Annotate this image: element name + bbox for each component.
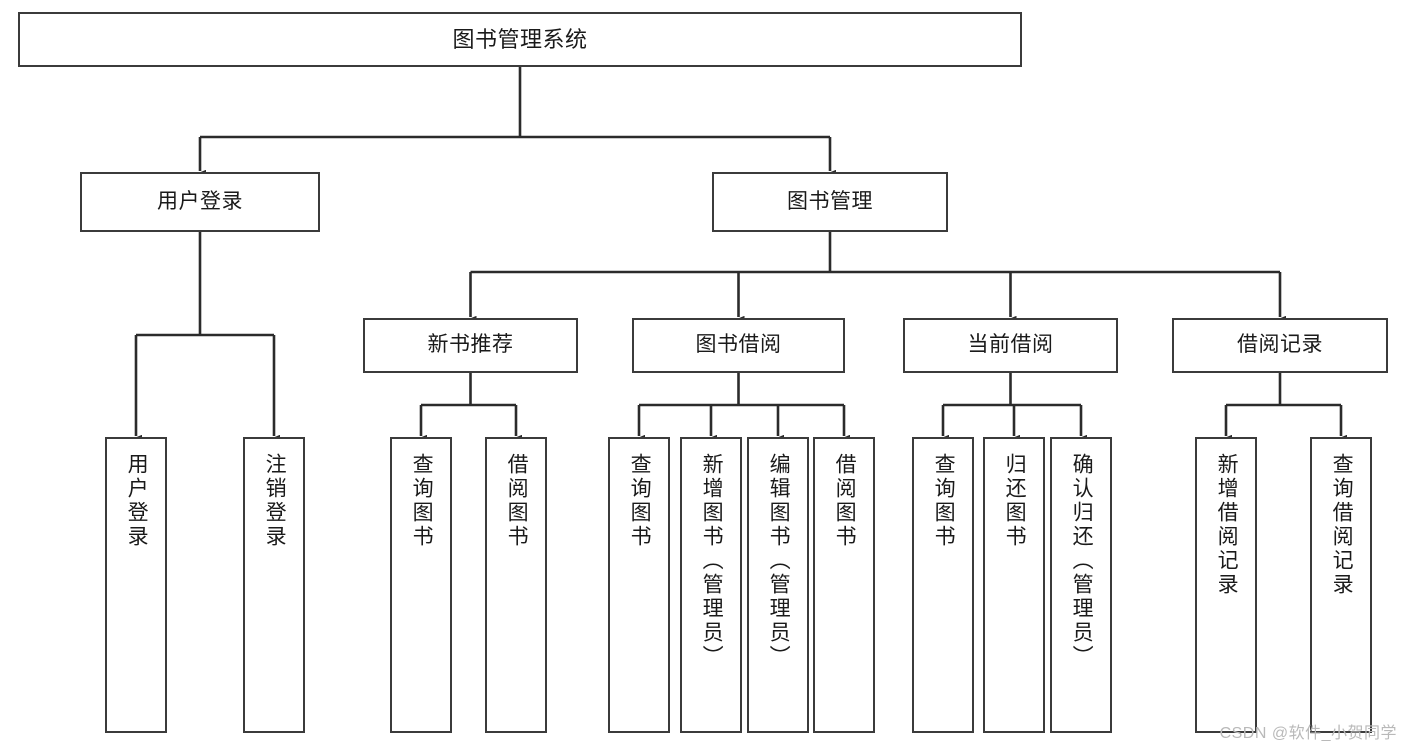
- node-leaf-cur-3[interactable]: 确认归还（管理员）: [1050, 437, 1112, 733]
- node-label: 当前借阅: [967, 333, 1054, 357]
- node-label: 查询图书: [410, 453, 434, 549]
- node-leaf-borrow-4[interactable]: 借阅图书: [813, 437, 875, 733]
- node-leaf-rec-1[interactable]: 新增借阅记录: [1195, 437, 1257, 733]
- node-label: 新增图书（管理员）: [700, 453, 724, 669]
- node-leaf-borrow-2[interactable]: 新增图书（管理员）: [680, 437, 742, 733]
- node-label: 借阅记录: [1237, 333, 1323, 357]
- node-login[interactable]: 用户登录: [80, 172, 320, 232]
- edge-group: [130, 67, 1347, 445]
- node-label: 用户登录: [157, 189, 243, 213]
- node-records[interactable]: 借阅记录: [1172, 318, 1388, 373]
- node-bookmgmt[interactable]: 图书管理: [712, 172, 948, 232]
- node-label: 借阅图书: [833, 453, 857, 549]
- node-leaf-login-2[interactable]: 注销登录: [243, 437, 305, 733]
- node-leaf-login-1[interactable]: 用户登录: [105, 437, 167, 733]
- node-leaf-new-2[interactable]: 借阅图书: [485, 437, 547, 733]
- node-current[interactable]: 当前借阅: [903, 318, 1118, 373]
- node-leaf-rec-2[interactable]: 查询借阅记录: [1310, 437, 1372, 733]
- node-label: 归还图书: [1003, 453, 1027, 549]
- node-leaf-cur-1[interactable]: 查询图书: [912, 437, 974, 733]
- node-newbook[interactable]: 新书推荐: [363, 318, 578, 373]
- node-leaf-borrow-1[interactable]: 查询图书: [608, 437, 670, 733]
- node-label: 注销登录: [263, 453, 287, 549]
- node-label: 图书管理系统: [452, 26, 588, 52]
- node-leaf-cur-2[interactable]: 归还图书: [983, 437, 1045, 733]
- node-label: 查询图书: [932, 453, 956, 549]
- node-borrow[interactable]: 图书借阅: [632, 318, 845, 373]
- node-label: 确认归还（管理员）: [1070, 453, 1094, 669]
- node-label: 新书推荐: [427, 333, 514, 357]
- node-leaf-borrow-3[interactable]: 编辑图书（管理员）: [747, 437, 809, 733]
- node-label: 用户登录: [125, 453, 149, 549]
- node-label: 编辑图书（管理员）: [767, 453, 791, 669]
- node-label: 查询图书: [628, 453, 652, 549]
- node-label: 图书借阅: [695, 333, 782, 357]
- node-leaf-new-1[interactable]: 查询图书: [390, 437, 452, 733]
- node-label: 图书管理: [787, 189, 873, 213]
- node-label: 新增借阅记录: [1215, 453, 1239, 597]
- watermark-text: CSDN @软件_小贺同学: [1219, 725, 1397, 742]
- node-root[interactable]: 图书管理系统: [18, 12, 1022, 67]
- node-label: 查询借阅记录: [1330, 453, 1354, 597]
- node-label: 借阅图书: [505, 453, 529, 549]
